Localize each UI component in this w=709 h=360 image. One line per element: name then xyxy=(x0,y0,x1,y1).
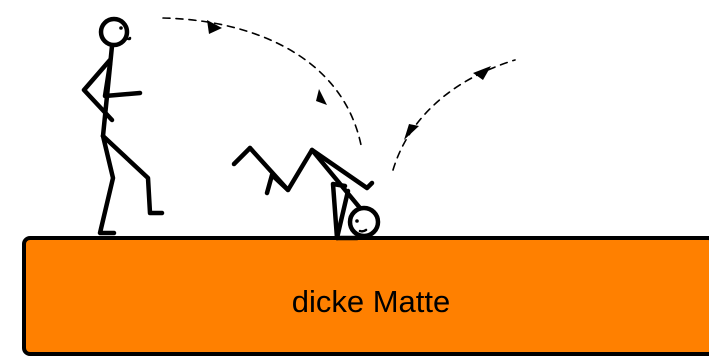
arrowhead-icon xyxy=(473,66,491,80)
rolling-figure-body xyxy=(309,147,363,211)
rolling-figure-lower-leg xyxy=(309,147,375,191)
rolling-figure-right-arm xyxy=(330,181,348,241)
standing-figure-head xyxy=(98,16,130,48)
arrowhead-icon xyxy=(207,20,222,34)
standing-figure-back-arm xyxy=(81,57,115,123)
standing-figure-back-leg xyxy=(97,133,117,236)
rolling-figure-eye xyxy=(355,219,359,223)
motion-path-ascent xyxy=(392,59,516,171)
standing-figure-front-leg xyxy=(100,133,165,216)
mat-label: dicke Matte xyxy=(292,284,451,319)
arrowhead-icon xyxy=(316,89,327,105)
standing-figure xyxy=(81,16,165,236)
standing-figure-front-arm xyxy=(102,61,143,99)
thick-mat: dicke Matte xyxy=(22,236,709,356)
motion-path xyxy=(162,17,516,171)
arrowhead-icon xyxy=(404,124,419,140)
rolling-figure-mouth xyxy=(358,228,368,233)
standing-figure-eye xyxy=(119,26,123,30)
rolling-figure-foot xyxy=(231,145,253,167)
mat-block xyxy=(22,236,709,356)
rolling-figure xyxy=(231,145,381,241)
standing-figure-mouth xyxy=(124,36,132,41)
rolling-figure-head xyxy=(347,205,381,239)
motion-path-descent xyxy=(162,17,363,151)
rolling-figure-shin xyxy=(247,145,291,193)
